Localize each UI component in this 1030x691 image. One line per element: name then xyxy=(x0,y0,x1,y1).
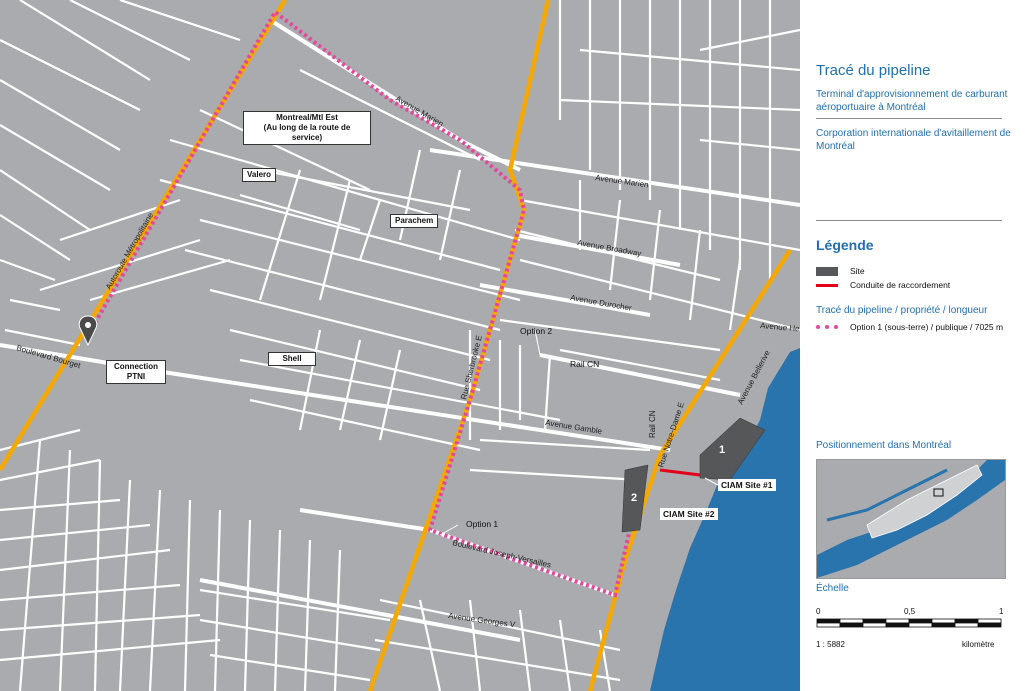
route-heading: Tracé du pipeline / propriété / longueur xyxy=(816,305,988,316)
label-notre-dame: Rue Notre-Dame E xyxy=(656,401,686,468)
legend-item-site-label: Site xyxy=(850,266,865,276)
inset-map xyxy=(816,459,1006,579)
legend-item-route-label: Option 1 (sous-terre) / publique / 7025 … xyxy=(850,322,1004,332)
scale-bar xyxy=(816,618,1002,628)
label-marien-diag: Avenue Marien xyxy=(394,94,445,129)
inset-location-marker xyxy=(933,488,944,497)
scale-heading: Échelle xyxy=(816,583,849,594)
joseph-versailles xyxy=(299,508,616,597)
label-connection: Connection PTNI xyxy=(106,360,166,384)
label-option-1: Option 1 xyxy=(466,519,499,529)
label-ciam-site-1: CIAM Site #1 xyxy=(718,479,776,491)
label-shell: Shell xyxy=(268,352,316,366)
scale-ratio: 1 : 5882 xyxy=(816,640,845,649)
panel-divider-2 xyxy=(816,220,1002,221)
inset-island xyxy=(866,464,983,539)
map-canvas[interactable]: Autoroute Métropolitaine Boulevard Bourg… xyxy=(0,0,800,691)
ciam-site-2 xyxy=(621,464,649,533)
map-pin-icon xyxy=(78,315,98,347)
inset-river-north xyxy=(826,468,948,522)
label-valero: Valero xyxy=(242,168,277,182)
street-network xyxy=(0,0,800,691)
avenue-georges-v xyxy=(199,578,521,642)
map-layer: Autoroute Métropolitaine Boulevard Bourg… xyxy=(0,0,800,691)
pipeline-option-1 xyxy=(90,9,634,598)
label-rail-cn-vertical: Rail CN xyxy=(648,410,657,438)
avenue-marien xyxy=(429,148,800,207)
avenue-marien-diag xyxy=(268,18,521,172)
label-marien: Avenue Marien xyxy=(595,173,649,189)
panel-subtitle-2: Corporation internationale d'avitailleme… xyxy=(816,128,1011,152)
scale-end-label: 1 xyxy=(999,607,1004,616)
scale-unit: kilomètre xyxy=(962,640,995,649)
label-durocher: Avenue Durocher xyxy=(570,293,633,313)
callout-lines xyxy=(439,329,719,536)
site-number-1: 1 xyxy=(719,444,726,456)
label-joseph-versailles: Boulevard Joseph-Versailles xyxy=(452,538,552,569)
legend-title: Légende xyxy=(816,237,874,253)
legend-panel: Tracé du pipeline Terminal d'approvision… xyxy=(800,0,1030,691)
avenue-durocher xyxy=(479,283,651,317)
pipeline-swatch-icon xyxy=(816,325,838,329)
panel-subtitle-1: Terminal d'approvisionnement de carburan… xyxy=(816,89,1008,113)
site-swatch-icon xyxy=(816,266,838,276)
label-rail-cn: Rail CN xyxy=(570,359,600,369)
label-option-2: Option 2 xyxy=(520,326,553,336)
label-montreal-est: Montreal/Mtl Est (Au long de la route de… xyxy=(243,111,371,145)
rue-sherbrooke-e xyxy=(367,0,551,691)
label-parachem: Parachem xyxy=(390,214,439,228)
inset-map-layer xyxy=(817,460,1005,578)
scale-mid-label: 0,5 xyxy=(904,607,916,616)
scale-start-label: 0 xyxy=(816,607,821,616)
legend-item-connection: Conduite de raccordement xyxy=(816,279,950,291)
label-ciam-site-2: CIAM Site #2 xyxy=(660,508,718,520)
legend-item-route: Option 1 (sous-terre) / publique / 7025 … xyxy=(816,321,1003,333)
location-heading: Positionnement dans Montréal xyxy=(816,440,952,451)
avenue-gamble xyxy=(149,368,671,452)
connection-swatch-icon xyxy=(816,283,838,287)
legend-item-connection-label: Conduite de raccordement xyxy=(850,280,951,290)
panel-divider-1 xyxy=(816,118,1002,119)
connection-line xyxy=(659,468,701,477)
rail-cn xyxy=(539,353,741,397)
label-henri: Avenue Henri xyxy=(760,321,800,334)
avenue-broadway xyxy=(514,233,681,267)
label-broadway: Avenue Broadway xyxy=(577,238,642,258)
panel-title: Tracé du pipeline xyxy=(816,62,931,79)
site-number-2: 2 xyxy=(631,492,638,504)
legend-item-site: Site xyxy=(816,265,865,277)
